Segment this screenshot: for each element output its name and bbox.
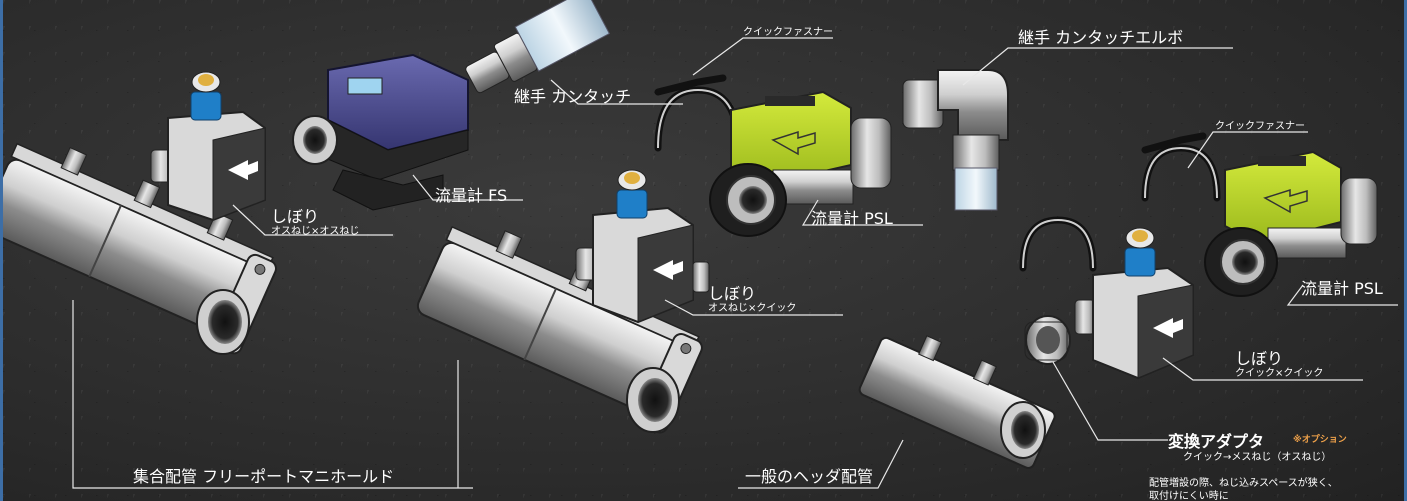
elbow-fitting [902, 69, 1009, 211]
throttle-valve-3 [1074, 227, 1194, 380]
quick-fastener-2 [1141, 132, 1221, 202]
manifold-left [3, 142, 277, 355]
quick-fastener-3-inner [1022, 218, 1094, 269]
flowmeter-psl-2 [1204, 150, 1378, 297]
quick-fastener-1 [654, 74, 742, 152]
throttle-valve-1 [150, 71, 266, 222]
fitting-elbow-label: 継手 カンタッチエルボ [1018, 28, 1184, 47]
adapter-sub: クイック→メスねじ（オスねじ） [1183, 452, 1332, 463]
manifold-label: 集合配管 フリーポートマニホールド [133, 467, 395, 486]
hose-fitting [465, 0, 611, 94]
throttle-2-sub: オスねじ×クイック [708, 303, 797, 314]
throttle-1-title: しぼり [271, 207, 320, 226]
throttle-3-sub: クイック×クイック [1235, 368, 1324, 379]
header-pipe-label: 一般のヘッダ配管 [745, 467, 874, 486]
throttle-1-sub: オスねじ×オスねじ [271, 226, 360, 237]
flowmeter-psl-label-1: 流量計 PSL [811, 209, 893, 228]
flowmeter-psl-1 [709, 90, 892, 237]
throttle-3-title: しぼり [1235, 349, 1284, 368]
conversion-adapter [1024, 315, 1071, 365]
flowmeter-fs-label: 流量計 FS [435, 186, 508, 205]
fitting-onetouch-label: 継手 カンタッチ [514, 87, 632, 106]
throttle-2-title: しぼり [708, 284, 757, 303]
flowmeter-fs [292, 53, 469, 211]
quick-fastener-3 [1019, 216, 1097, 272]
throttle-valve-2 [575, 169, 710, 324]
header-pipe [858, 335, 1056, 469]
adapter-option: ※オプション [1293, 435, 1347, 445]
flowmeter-psl-label-2: 流量計 PSL [1301, 279, 1383, 298]
adapter-note-2: 取付けにくい時に [1149, 491, 1229, 501]
illustration [3, 0, 1398, 489]
quick-fastener-label-1: クイックファスナー [743, 27, 833, 38]
adapter-note-1: 配管増設の際、ねじ込みスペースが狭く、 [1149, 478, 1338, 489]
quick-fastener-2-inner [1144, 146, 1218, 199]
quick-fastener-label-2: クイックファスナー [1215, 121, 1305, 132]
leader-lines [72, 37, 1398, 489]
adapter-title: 変換アダプタ [1168, 432, 1265, 451]
